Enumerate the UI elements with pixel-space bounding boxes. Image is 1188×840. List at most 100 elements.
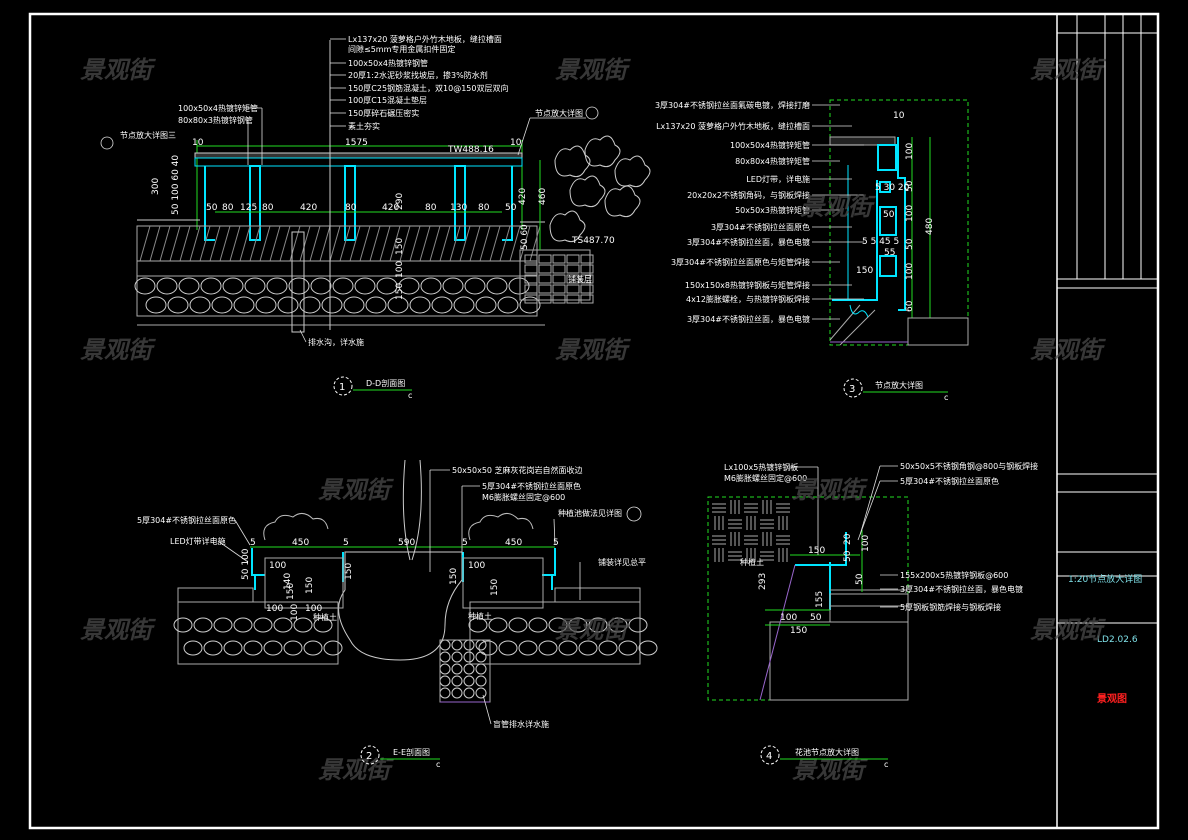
detail-3-note: 4x12膨胀螺栓，与热镀锌钢板焊接 (686, 294, 810, 304)
detail-1-dimension: 1575 (345, 138, 368, 148)
detail-4-dimension: 155 (815, 591, 825, 608)
detail-2-dimension: 150 (305, 577, 315, 594)
detail-4-dimension: 20 (843, 533, 853, 545)
detail-4-number: 4 (766, 751, 772, 762)
watermark: 景观街 (1030, 56, 1106, 84)
detail-1-bottom-dimension: 80 (425, 203, 437, 213)
detail-1-note: 100x50x4热镀锌钢管 (348, 58, 428, 68)
detail-1-paving-label: 铺装层 (568, 274, 592, 284)
detail-1-note: 20厚1:2水泥砂浆找坡层，掺3%防水剂 (348, 70, 488, 80)
detail-2-note-left: 5厚304#不锈钢拉丝面原色 (137, 515, 236, 525)
detail-2-dimension: 150 (344, 563, 354, 580)
watermark: 景观街 (80, 56, 156, 84)
detail-1-bottom-dimension: 80 (345, 203, 357, 213)
detail-4-scale: c (884, 760, 888, 769)
detail-1-note: Lx137x20 菠萝格户外竹木地板，缝拉槽面 (348, 34, 502, 44)
watermark: 景观街 (80, 336, 156, 364)
detail-2-soil-label: 种植土 (313, 612, 337, 622)
detail-1-dimension: 50 60 (520, 224, 530, 250)
detail-2-geometry (173, 459, 658, 703)
detail-1-elevation: TW488.16 (447, 145, 494, 155)
detail-2-top-dimension: 5 (250, 538, 256, 548)
detail-1-dimension: 10 (192, 138, 204, 148)
detail-1-dimension: 290 (395, 193, 405, 210)
detail-2-top-dimension: 5 (343, 538, 349, 548)
detail-1-callout-left: 节点放大详图三 (120, 130, 176, 140)
watermark: 景观街 (1030, 336, 1106, 364)
detail-2-dimension: 100 (290, 604, 300, 621)
detail-2-dimension: 100 (305, 604, 322, 614)
detail-4-dimension: 100 (780, 613, 797, 623)
detail-3-dimension: 5 30 20 (875, 183, 910, 193)
watermark: 景观街 (555, 616, 631, 644)
detail-1-bottom-dimension: 80 (262, 203, 274, 213)
detail-1-drain-label: 排水沟，详水施 (308, 337, 364, 347)
detail-3-dimension: 100 (905, 263, 915, 280)
detail-3-note: 150x150x8热镀锌钢板与矩管焊接 (685, 280, 810, 290)
detail-1-bottom-dimension: 80 (222, 203, 234, 213)
detail-1-bottom-dimension: 125 (240, 203, 257, 213)
detail-1-dimension: 460 (538, 188, 548, 205)
detail-3-note: 3厚304#不锈钢拉丝面原色 (711, 222, 810, 232)
detail-3-note: 20x20x2不锈钢角码，与钢板焊接 (687, 190, 810, 200)
detail-4-title: 4 花池节点放大详图 c (760, 745, 888, 769)
watermark: 景观街 (792, 476, 868, 504)
detail-2-dimension: 150 (449, 568, 459, 585)
detail-4-note-right: 5厚钢板钢筋焊接与钢板焊接 (900, 602, 1001, 612)
detail-3-scale: c (944, 393, 948, 402)
detail-1-dimension: 10 (510, 138, 522, 148)
detail-3-note: Lx137x20 菠萝格户外竹木地板，缝拉槽面 (656, 121, 810, 131)
detail-2-callout: 种植池做法见详图 (558, 508, 622, 518)
detail-1-scale: c (408, 391, 412, 400)
detail-1-note: 100厚C15混凝土垫层 (348, 95, 427, 105)
detail-3-dimension: 100 (905, 205, 915, 222)
detail-3-title-text: 节点放大详图 (875, 380, 923, 390)
detail-3-number-circle (843, 378, 863, 398)
detail-1-bottom-dimension: 130 (450, 203, 467, 213)
watermark: 景观街 (318, 756, 394, 784)
detail-2-dimension: 100 (468, 561, 485, 571)
detail-4-title-text: 花池节点放大详图 (795, 747, 859, 757)
detail-3-dimension: 50 (883, 210, 895, 220)
detail-1-callout-right: 节点放大详图 (535, 108, 583, 118)
detail-2-title: 2 E-E剖面图 c (360, 745, 440, 769)
detail-3-dimension: 60 (905, 300, 915, 312)
drawing-number: LD2.02.6 (1097, 635, 1138, 645)
watermark: 景观街 (318, 476, 394, 504)
watermark: 景观街 (792, 756, 868, 784)
detail-2-top-dimension: 450 (292, 538, 309, 548)
detail-1-note: 素土夯实 (348, 121, 380, 131)
detail-4-dimension: 50 (810, 613, 822, 623)
detail-1-dimension: 150 (395, 283, 405, 300)
title-block (1057, 14, 1158, 624)
detail-2-title-text: E-E剖面图 (393, 747, 430, 757)
detail-3-note: 100x50x4热镀锌矩管 (730, 140, 810, 150)
watermark: 景观街 (80, 616, 156, 644)
detail-2-note: 50x50x50 芝麻灰花岗岩自然面收边 (452, 465, 583, 475)
detail-2-dimension: 150 (286, 583, 296, 600)
detail-3-note: 3厚304#不锈钢拉丝面，暴色电镀 (687, 237, 810, 247)
detail-1-note: 150厚碎石碾压密实 (348, 108, 419, 118)
detail-1-title: 1 D-D剖面图 c (333, 376, 412, 400)
detail-3-dimension: 480 (925, 218, 935, 235)
detail-1-number-circle (333, 376, 353, 396)
detail-1-dimension: 420 (518, 188, 528, 205)
detail-4-soil-label: 种植土 (740, 557, 764, 567)
detail-4-note-right: 50x50x5不锈钢角钢@800与钢板焊接 (900, 461, 1038, 471)
detail-4-dimension: 100 (861, 535, 871, 552)
detail-2-number: 2 (366, 751, 372, 762)
watermark: 景观街 (555, 56, 631, 84)
detail-1-bottom-dimension: 50 (206, 203, 218, 213)
detail-4-note-right: 155x200x5热镀锌钢板@600 (900, 570, 1008, 580)
detail-2-dimension: 50 100 (241, 548, 251, 580)
detail-2-top-dimension: 450 (505, 538, 522, 548)
detail-3-dimension: 50 (905, 180, 915, 192)
detail-3-note: LED灯带，详电施 (746, 174, 810, 184)
detail-1-note: 150厚C25钢筋混凝土，双10@150双层双向 (348, 83, 508, 93)
watermark: 景观街 (555, 336, 631, 364)
detail-3-note: 80x80x4热镀锌矩管 (735, 156, 810, 166)
detail-3-dimension: 150 (856, 266, 873, 276)
detail-3-title: 3 节点放大详图 c (843, 378, 948, 402)
approval-stamp: 景观图 (1097, 693, 1127, 705)
